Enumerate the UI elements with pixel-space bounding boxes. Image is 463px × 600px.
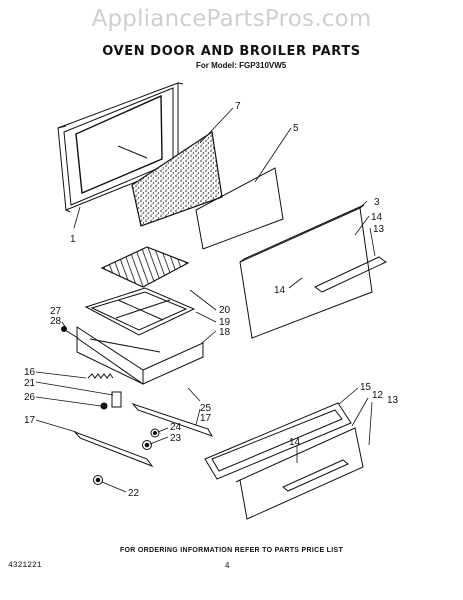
- drawer-spring: [87, 373, 114, 379]
- callout-13b: 13: [387, 395, 399, 406]
- callout-12: 12: [372, 390, 384, 401]
- door-handle: [314, 256, 387, 293]
- door-glass-panel: [195, 167, 284, 250]
- callout-23: 23: [170, 433, 182, 444]
- callout-17a: 17: [24, 415, 36, 426]
- callout-14b: 14: [274, 285, 286, 296]
- callout-7: 7: [235, 101, 241, 112]
- document-number: 4321221: [8, 561, 42, 570]
- callout-19: 19: [219, 317, 231, 328]
- slide-rail-left: [73, 430, 154, 468]
- page-title: OVEN DOOR AND BROILER PARTS: [102, 44, 361, 59]
- callout-20: 20: [219, 305, 231, 316]
- broiler-drawer-body: [76, 326, 204, 385]
- door-insulation: [131, 130, 223, 227]
- callout-1: 1: [70, 234, 76, 245]
- screw-26: [100, 402, 108, 410]
- broiler-pan: [84, 287, 196, 336]
- broiler-grid: [100, 246, 190, 288]
- callout-16: 16: [24, 367, 36, 378]
- callout-27: 27: [50, 306, 62, 317]
- callout-18: 18: [219, 327, 231, 338]
- broiler-door-inner: [204, 402, 352, 480]
- callout-28: 28: [50, 316, 62, 327]
- callout-22: 22: [128, 488, 140, 499]
- spring-bracket: [111, 391, 122, 408]
- leader-lines: [35, 107, 376, 493]
- watermark: AppliancePartsPros.com: [91, 6, 372, 32]
- callout-26: 26: [24, 392, 36, 403]
- callout-13a: 13: [373, 224, 385, 235]
- callout-15: 15: [360, 382, 372, 393]
- ordering-note: FOR ORDERING INFORMATION REFER TO PARTS …: [119, 547, 344, 554]
- callout-21: 21: [24, 378, 36, 389]
- callout-25: 25: [200, 403, 212, 414]
- callout-5: 5: [293, 123, 299, 134]
- outer-door-panel: [239, 204, 373, 339]
- callouts: 1 7 5 3 14 13 14 20 19 18 27 28 16 21 26…: [24, 101, 399, 499]
- broiler-handle: [282, 459, 349, 492]
- callout-14c: 14: [289, 437, 301, 448]
- callout-14a: 14: [371, 212, 383, 223]
- callout-24: 24: [170, 422, 182, 433]
- callout-3: 3: [374, 197, 380, 208]
- page-number: 4: [225, 561, 230, 570]
- broiler-door-outer: [235, 427, 364, 520]
- slide-rail-right: [131, 402, 214, 437]
- callout-17b: 17: [200, 413, 212, 424]
- screw-27: [61, 326, 79, 339]
- model-line: For Model: FGP310VW5: [196, 61, 287, 70]
